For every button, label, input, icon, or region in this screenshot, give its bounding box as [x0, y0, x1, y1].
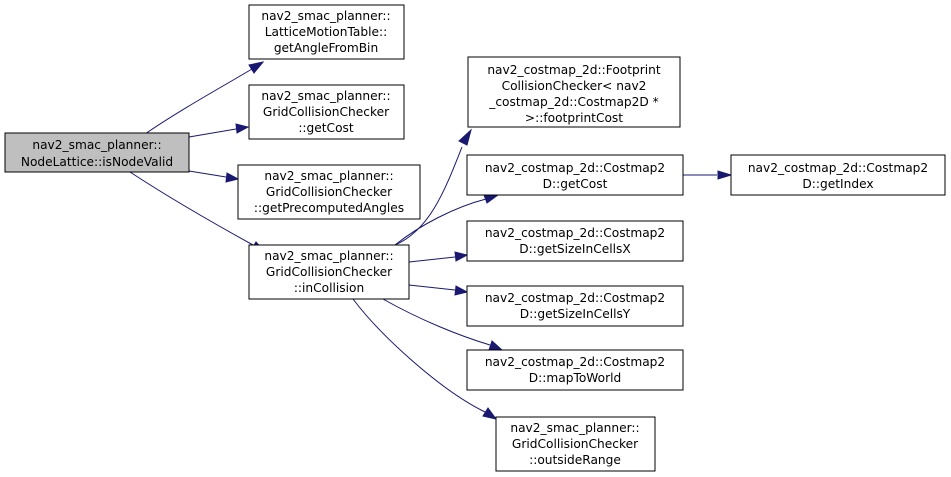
node-getsizeincellsx[interactable]: nav2_costmap_2d::Costmap2 D::getSizeInCe… — [466, 220, 684, 262]
node-cm-getcost-line-1: nav2_costmap_2d::Costmap2 — [485, 161, 665, 175]
node-footprintcost-line-1: nav2_costmap_2d::Footprint — [487, 63, 661, 77]
edge-root-to-gcc-getcost — [188, 123, 250, 138]
node-outsiderange-line-1: nav2_smac_planner:: — [510, 421, 639, 435]
node-getanglefrombin[interactable]: nav2_smac_planner:: LatticeMotionTable::… — [248, 4, 405, 60]
node-gcc-getcost-line-2: GridCollisionChecker — [263, 105, 390, 119]
node-getprecomputedangles[interactable]: nav2_smac_planner:: GridCollisionChecker… — [237, 164, 421, 220]
node-getanglefrombin-line-3: getAngleFromBin — [274, 41, 378, 55]
node-gcc-getcost-line-1: nav2_smac_planner:: — [261, 89, 390, 103]
node-getindex-line-2: D::getIndex — [802, 177, 873, 191]
node-getsizeincellsx-line-2: D::getSizeInCellsX — [519, 242, 630, 256]
node-incollision-line-2: GridCollisionChecker — [266, 265, 393, 279]
node-incollision-line-1: nav2_smac_planner:: — [264, 249, 393, 263]
node-footprintcost-line-4: >::footprintCost — [525, 111, 623, 125]
node-getindex[interactable]: nav2_costmap_2d::Costmap2 D::getIndex — [730, 154, 946, 196]
node-getprecomputedangles-line-2: GridCollisionChecker — [266, 185, 393, 199]
node-isnodevalid-line-2: NodeLattice::isNodeValid — [21, 155, 173, 169]
node-maptoworld-line-2: D::mapToWorld — [529, 371, 621, 385]
edge-root-to-getanglefrombin — [144, 61, 265, 135]
node-getindex-line-1: nav2_costmap_2d::Costmap2 — [748, 161, 928, 175]
edge-cm-getcost-to-getindex — [683, 170, 733, 180]
edge-incollision-to-cm-getcost — [394, 194, 500, 246]
node-outsiderange[interactable]: nav2_smac_planner:: GridCollisionChecker… — [495, 416, 656, 472]
edge-incollision-to-footprintcost — [394, 128, 472, 246]
node-isnodevalid-line-1: nav2_smac_planner:: — [32, 138, 161, 152]
node-getprecomputedangles-line-1: nav2_smac_planner:: — [264, 169, 393, 183]
node-incollision-line-3: ::inCollision — [294, 281, 364, 295]
node-outsiderange-line-2: GridCollisionChecker — [512, 437, 639, 451]
node-outsiderange-line-3: ::outsideRange — [529, 453, 621, 467]
node-footprintcost[interactable]: nav2_costmap_2d::Footprint CollisionChec… — [467, 56, 681, 128]
edge-incollision-to-getsizeincellsy — [408, 284, 469, 296]
node-gcc-getcost[interactable]: nav2_smac_planner:: GridCollisionChecker… — [248, 84, 405, 140]
node-footprintcost-line-3: _costmap_2d::Costmap2D * — [488, 95, 659, 109]
node-getanglefrombin-line-2: LatticeMotionTable:: — [265, 25, 387, 39]
node-getanglefrombin-line-1: nav2_smac_planner:: — [261, 9, 390, 23]
node-gcc-getcost-line-3: ::getCost — [298, 121, 354, 135]
node-footprintcost-line-2: CollisionChecker< nav2 — [502, 79, 647, 93]
node-getsizeincellsy-line-2: D::getSizeInCellsY — [520, 307, 631, 321]
edge-root-to-getprecomputedangles — [188, 170, 240, 183]
edge-incollision-to-outsiderange — [352, 298, 498, 420]
node-getsizeincellsx-line-1: nav2_costmap_2d::Costmap2 — [485, 226, 665, 240]
node-isnodevalid[interactable]: nav2_smac_planner:: NodeLattice::isNodeV… — [4, 132, 190, 173]
node-cm-getcost-line-2: D::getCost — [543, 177, 608, 191]
node-maptoworld[interactable]: nav2_costmap_2d::Costmap2 D::mapToWorld — [466, 349, 684, 391]
node-incollision[interactable]: nav2_smac_planner:: GridCollisionChecker… — [248, 244, 410, 300]
node-cm-getcost[interactable]: nav2_costmap_2d::Costmap2 D::getCost — [466, 154, 684, 196]
node-getsizeincellsy[interactable]: nav2_costmap_2d::Costmap2 D::getSizeInCe… — [466, 285, 684, 327]
node-getprecomputedangles-line-3: ::getPrecomputedAngles — [254, 201, 404, 215]
edge-incollision-to-maptoworld — [382, 298, 504, 351]
edge-incollision-to-getsizeincellsx — [408, 251, 469, 263]
node-getsizeincellsy-line-1: nav2_costmap_2d::Costmap2 — [485, 291, 665, 305]
node-maptoworld-line-1: nav2_costmap_2d::Costmap2 — [485, 355, 665, 369]
